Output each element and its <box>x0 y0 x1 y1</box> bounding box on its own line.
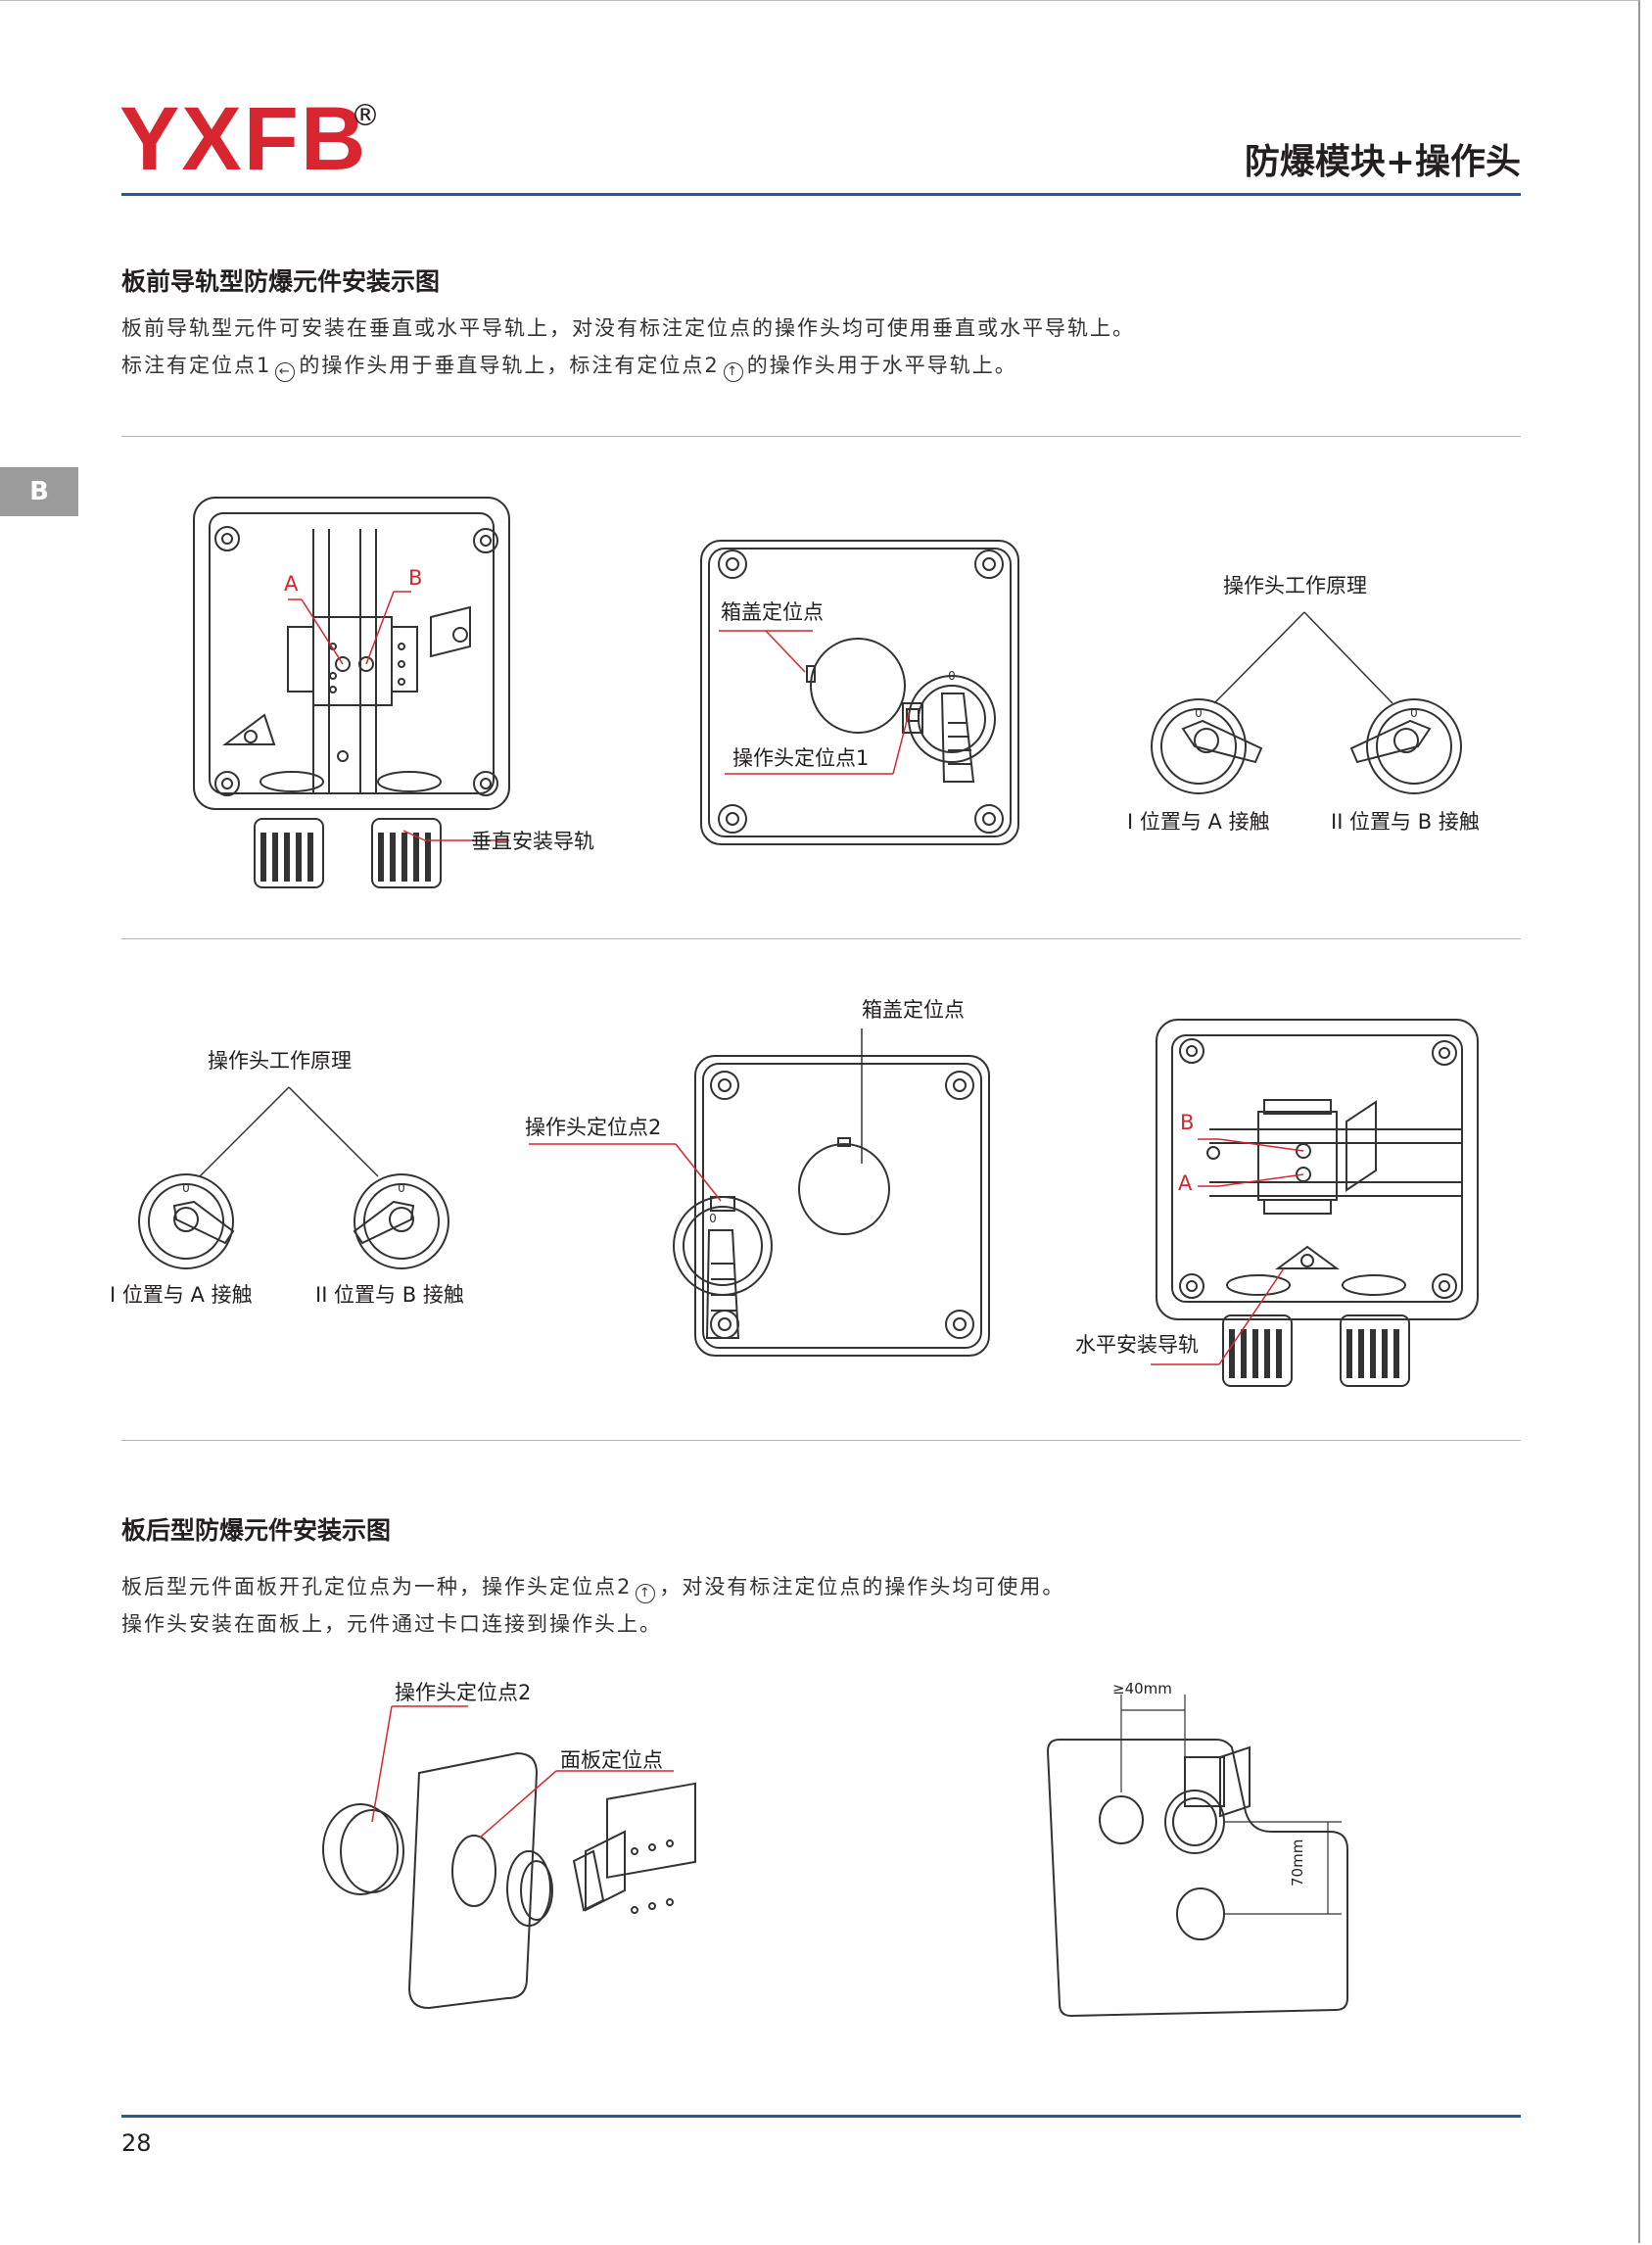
principle-diagram-1: 0 0 <box>1151 611 1462 794</box>
brand-logo: YXFB <box>119 89 368 189</box>
section-tab[interactable]: B <box>0 467 78 516</box>
locator1-icon: ← <box>275 362 296 382</box>
head-locator1-label: 操作头定位点1 <box>732 746 870 770</box>
section1-line1: 板前导轨型元件可安装在垂直或水平导轨上，对没有标注定位点的操作头均可使用垂直或水… <box>121 316 1135 340</box>
principle-caption-i-a-1: I 位置与 A 接触 <box>1127 810 1270 834</box>
panel-cutout-dimension-diagram <box>1046 1695 1348 2018</box>
divider-3 <box>121 1440 1521 1441</box>
principle-caption-i-a-2: I 位置与 A 接触 <box>110 1283 253 1307</box>
s2-line1-part-a: 板后型元件面板开孔定位点为一种，操作头定位点2 <box>121 1575 633 1599</box>
divider-2 <box>121 938 1521 939</box>
fig4-dial-zero-left: 0 <box>182 1181 190 1195</box>
principle-caption-ii-b-2: II 位置与 B 接触 <box>315 1283 464 1307</box>
head-locator2-label: 操作头定位点2 <box>525 1116 662 1139</box>
section1-text: 板前导轨型元件可安装在垂直或水平导轨上，对没有标注定位点的操作头均可使用垂直或水… <box>121 310 1492 384</box>
horizontal-rail-enclosure-diagram <box>1151 1019 1479 1387</box>
fig3-dial-zero-right: 0 <box>1410 706 1418 720</box>
vertical-rail-label: 垂直安装导轨 <box>471 830 594 853</box>
footer-rule <box>121 2115 1521 2118</box>
contact-b-label: B <box>408 566 423 590</box>
line2-part-c: 的操作头用于水平导轨上。 <box>746 354 1017 377</box>
lid-locator-label-1: 箱盖定位点 <box>721 600 824 624</box>
horizontal-rail-label: 水平安装导轨 <box>1075 1333 1199 1357</box>
cover-locator2-diagram: 0 <box>529 1028 990 1357</box>
locator2-icon-2: ↑ <box>636 1584 656 1603</box>
contact-a-label: A <box>284 572 299 596</box>
section1-title: 板前导轨型防爆元件安装示图 <box>121 267 441 296</box>
section2-text: 板后型元件面板开孔定位点为一种，操作头定位点2↑，对没有标注定位点的操作头均可使… <box>121 1568 1492 1643</box>
fig3-dial-zero-left: 0 <box>1195 706 1203 720</box>
panel-locator-label: 面板定位点 <box>560 1748 663 1772</box>
rear-mount-exploded-diagram <box>322 1705 696 2010</box>
line2-part-b: 的操作头用于垂直导轨上，标注有定位点2 <box>299 354 720 377</box>
cover-locator1-diagram: 0 <box>700 540 1019 845</box>
principle-diagram-2: 0 0 <box>138 1086 449 1269</box>
principle-title-2: 操作头工作原理 <box>208 1049 352 1073</box>
dimension-40mm: ≥40mm <box>1112 1680 1172 1697</box>
section1-line2: 标注有定位点1←的操作头用于垂直导轨上，标注有定位点2↑的操作头用于水平导轨上。 <box>121 347 1492 384</box>
principle-title-1: 操作头工作原理 <box>1223 574 1367 597</box>
divider-1 <box>121 436 1521 437</box>
section2-line2: 操作头安装在面板上，元件通过卡口连接到操作头上。 <box>121 1612 662 1636</box>
fig4-dial-zero-right: 0 <box>398 1181 405 1195</box>
line2-part-a: 标注有定位点1 <box>121 354 272 377</box>
s2-line1-part-b: ，对没有标注定位点的操作头均可使用。 <box>659 1575 1065 1599</box>
section2-title: 板后型防爆元件安装示图 <box>121 1516 392 1545</box>
contact-b-label-2: B <box>1180 1111 1195 1134</box>
fig5-dial-zero: 0 <box>709 1212 717 1225</box>
registered-mark: ® <box>351 99 380 133</box>
principle-caption-ii-b-1: II 位置与 B 接触 <box>1331 810 1480 834</box>
fig2-dial-zero: 0 <box>948 669 956 683</box>
page-title: 防爆模块+操作头 <box>1244 142 1521 182</box>
contact-a-label-2: A <box>1178 1171 1193 1195</box>
vertical-rail-enclosure-diagram <box>193 497 510 888</box>
dimension-70mm: 70mm <box>1289 1839 1306 1887</box>
lid-locator-label-2: 箱盖定位点 <box>862 998 965 1022</box>
head-locator2-label-rear: 操作头定位点2 <box>395 1681 532 1704</box>
page-number: 28 <box>121 2129 152 2157</box>
locator2-icon: ↑ <box>723 362 743 382</box>
header-rule <box>121 193 1521 196</box>
section2-line1: 板后型元件面板开孔定位点为一种，操作头定位点2↑，对没有标注定位点的操作头均可使… <box>121 1568 1492 1605</box>
